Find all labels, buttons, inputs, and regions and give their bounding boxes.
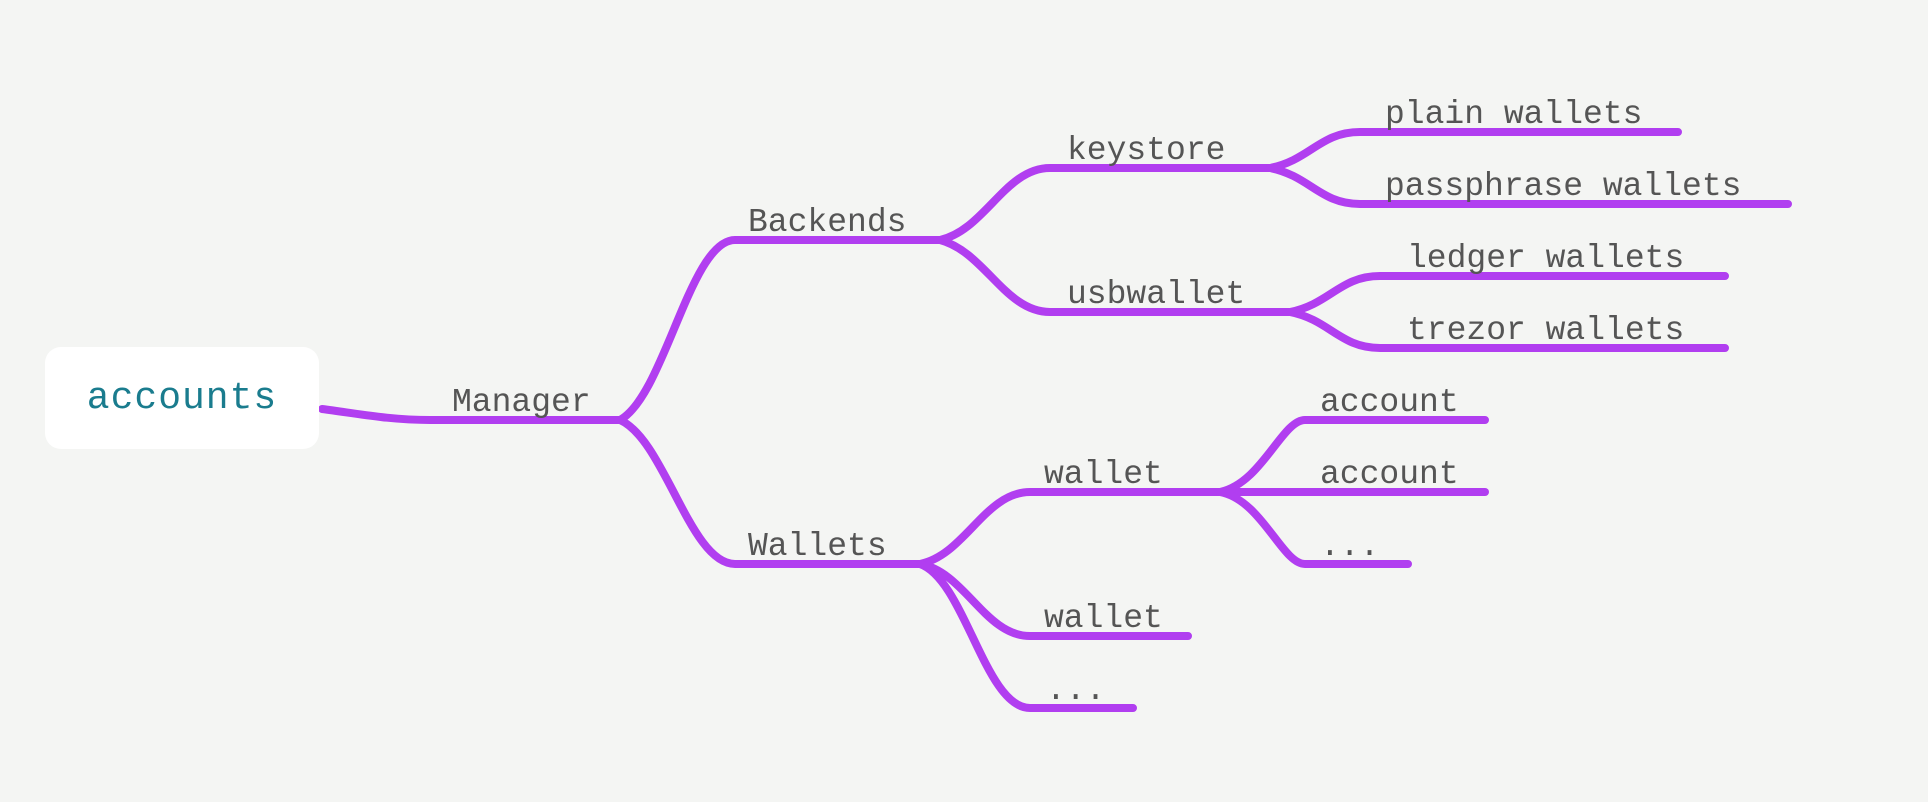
edge-manager-wallets bbox=[616, 416, 924, 568]
node-accounts-more[interactable]: ... bbox=[1320, 528, 1380, 565]
edge-keystore-passphrase-wallets bbox=[1266, 164, 1792, 208]
root-node[interactable]: accounts bbox=[45, 347, 319, 449]
node-wallets-more[interactable]: ... bbox=[1046, 672, 1106, 709]
edge-wallet-account-1 bbox=[1216, 416, 1489, 496]
node-wallet-1[interactable]: wallet bbox=[1044, 456, 1163, 493]
edge-backends-keystore bbox=[936, 164, 1274, 244]
node-account-2[interactable]: account bbox=[1320, 456, 1459, 493]
node-backends[interactable]: Backends bbox=[748, 204, 907, 241]
node-usbwallet[interactable]: usbwallet bbox=[1067, 276, 1246, 313]
edge-usbwallet-ledger-wallets bbox=[1286, 272, 1729, 316]
edge-wallets-wallet-1 bbox=[916, 488, 1224, 568]
node-manager[interactable]: Manager bbox=[452, 384, 591, 421]
edge-manager-backends bbox=[616, 236, 944, 424]
edge-root-manager bbox=[318, 405, 624, 424]
node-plain-wallets[interactable]: plain wallets bbox=[1385, 96, 1643, 133]
edge-wallets-more bbox=[916, 560, 1137, 712]
node-ledger-wallets[interactable]: ledger wallets bbox=[1407, 240, 1685, 277]
node-passphrase-wallets[interactable]: passphrase wallets bbox=[1385, 168, 1742, 205]
edge-keystore-plain-wallets bbox=[1266, 128, 1682, 172]
node-keystore[interactable]: keystore bbox=[1067, 132, 1226, 169]
node-wallet-2[interactable]: wallet bbox=[1044, 600, 1163, 637]
edge-usbwallet-trezor-wallets bbox=[1286, 308, 1729, 352]
node-wallets[interactable]: Wallets bbox=[748, 528, 887, 565]
root-label: accounts bbox=[86, 376, 278, 420]
node-account-1[interactable]: account bbox=[1320, 384, 1459, 421]
node-trezor-wallets[interactable]: trezor wallets bbox=[1407, 312, 1685, 349]
edge-wallet-accounts-more bbox=[1216, 488, 1412, 568]
edge-backends-usbwallet bbox=[936, 236, 1294, 316]
